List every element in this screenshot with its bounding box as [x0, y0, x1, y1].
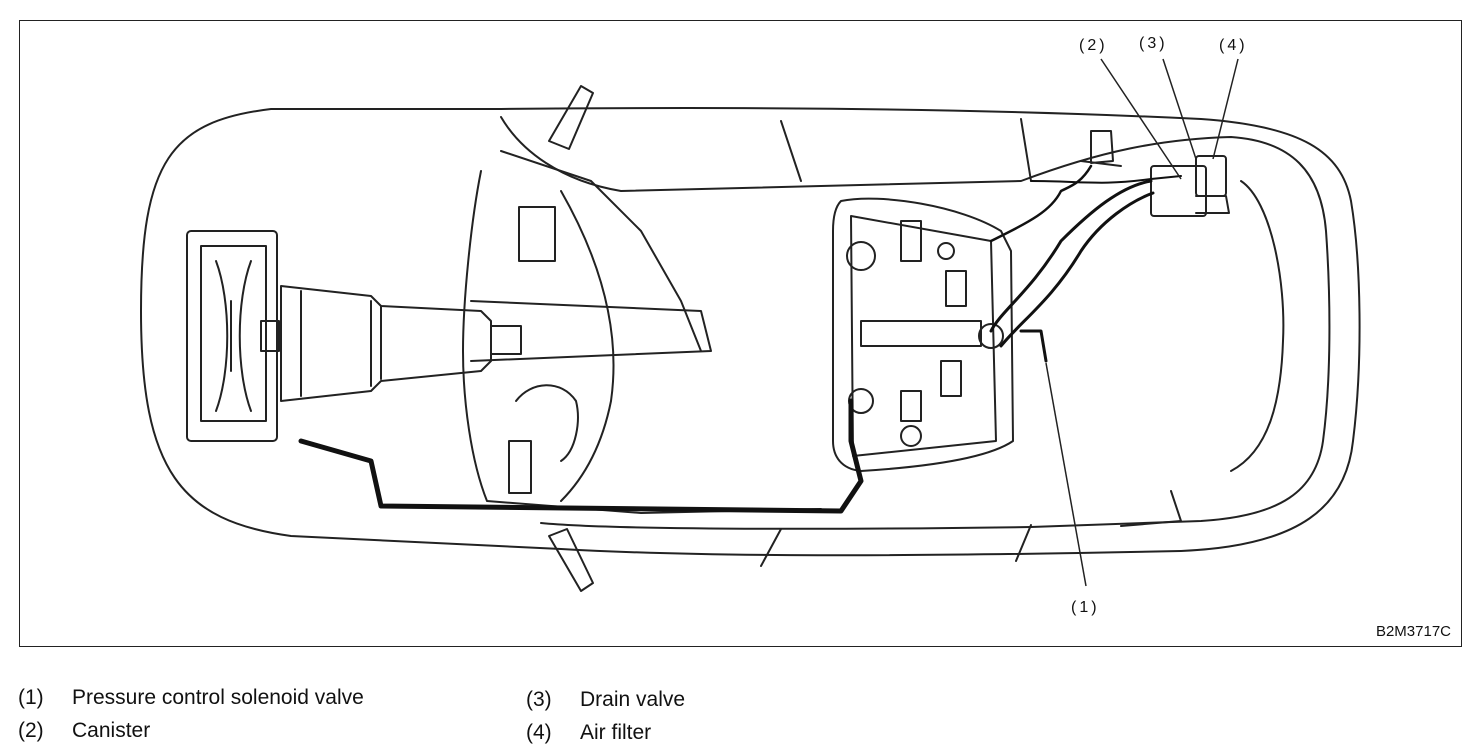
dash-box-lower	[508, 440, 532, 494]
legend-num: (2)	[18, 719, 44, 742]
transmission-ribs	[300, 290, 382, 397]
rear-window	[1230, 180, 1285, 472]
leader-line-1	[1045, 362, 1087, 587]
callout-4: (4)	[1219, 37, 1248, 54]
right-mirror	[548, 528, 594, 592]
legend-num: (1)	[18, 686, 44, 709]
engine-detail	[200, 245, 267, 422]
car-chassis-drawing	[140, 58, 1361, 592]
pressure-line	[298, 398, 864, 514]
fuel-tank	[832, 197, 1014, 472]
inner-body-line	[500, 116, 1331, 530]
door-line	[1120, 490, 1182, 527]
leader-line-3	[1162, 58, 1197, 160]
air-filter	[1195, 155, 1227, 197]
tank-detail	[860, 220, 982, 422]
legend-item-4: (4) Air filter	[526, 721, 651, 745]
engine-mount	[260, 320, 280, 352]
hood-windshield	[462, 170, 822, 514]
tailshaft	[490, 325, 522, 355]
leader-line-4	[1212, 58, 1239, 160]
transmission	[280, 285, 492, 402]
evap-hose-b	[999, 191, 1155, 348]
car-body-outline	[140, 107, 1361, 557]
canister-fitting	[1080, 130, 1122, 167]
legend-num: (3)	[526, 688, 552, 711]
legend-num: (4)	[526, 721, 552, 744]
drain-valve	[1195, 195, 1230, 214]
legend-label: Drain valve	[580, 688, 686, 711]
evap-hose-a	[989, 179, 1153, 333]
dash-line	[560, 190, 615, 502]
callout-1: (1)	[1071, 599, 1100, 616]
callout-2: (2)	[1079, 37, 1108, 54]
legend-label: Canister	[72, 719, 151, 742]
steering-arc	[515, 384, 579, 462]
canister	[1150, 165, 1207, 217]
vehicle-layout-diagram: (1) (2) (3) (4) B2M3717C	[19, 20, 1462, 647]
legend-item-1: (1) Pressure control solenoid valve	[18, 686, 364, 710]
fuel-tank-inner	[850, 215, 997, 457]
legend-label: Pressure control solenoid valve	[72, 686, 364, 709]
solenoid-valve-line	[1019, 329, 1048, 363]
figure-id: B2M3717C	[1375, 623, 1451, 640]
evap-hose-c	[989, 164, 1093, 243]
left-mirror	[548, 85, 594, 150]
dash-box-upper	[518, 206, 556, 262]
leader-line-2	[1100, 58, 1182, 180]
legend-item-3: (3) Drain valve	[526, 688, 685, 712]
callout-3: (3)	[1139, 35, 1168, 52]
cowl-line	[470, 300, 712, 362]
roof-line	[760, 118, 1032, 567]
fuel-pump	[846, 241, 876, 271]
vent-line	[1030, 175, 1182, 184]
a-pillar	[500, 150, 702, 352]
legend-label: Air filter	[580, 721, 652, 744]
legend-item-2: (2) Canister	[18, 719, 150, 743]
engine-block	[186, 230, 278, 442]
